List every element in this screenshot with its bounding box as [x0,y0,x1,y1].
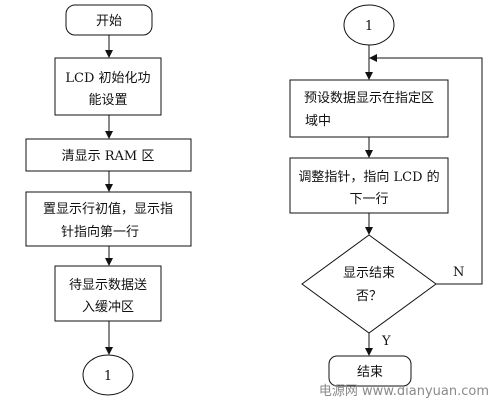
no-label: N [453,265,464,280]
lcd-init-line1: LCD 初始化功 [65,71,150,86]
preset-data-line2: 域中 [305,114,331,129]
decision-line2: 否？ [356,289,382,304]
set-row-line1: 置显示行初值，显示指 [43,201,173,217]
left-connector-circle [82,354,134,396]
lcd-init-box [54,57,162,116]
left-connector-label: 1 [104,369,112,384]
lcd-init-line2: 能设置 [88,93,127,108]
clear-ram-label: 清显示 RAM 区 [62,149,155,164]
yes-label: Y [381,334,391,349]
buffer-line1: 待显示数据送 [69,278,147,293]
right-connector-label: 1 [365,19,373,34]
set-row-box [25,191,192,247]
adjust-pointer-line1: 调整指针，指向 LCD 的 [298,169,439,185]
buffer-line2: 入缓冲区 [82,300,134,315]
decision-diamond [301,234,437,334]
buffer-box [54,265,162,322]
preset-data-line1: 预设数据显示在指定区 [304,91,434,106]
set-row-line2: 针指向第一行 [61,224,139,240]
adjust-pointer-line2: 下一行 [349,192,388,207]
decision-line1: 显示结束 [343,266,395,281]
no-loop-line [369,54,483,285]
adjust-pointer-box [289,157,449,214]
watermark: 电源网 www.dianyuan.com [318,384,489,399]
end-terminal [328,355,412,387]
start-label: 开始 [96,14,122,29]
end-label: 结束 [357,365,383,380]
